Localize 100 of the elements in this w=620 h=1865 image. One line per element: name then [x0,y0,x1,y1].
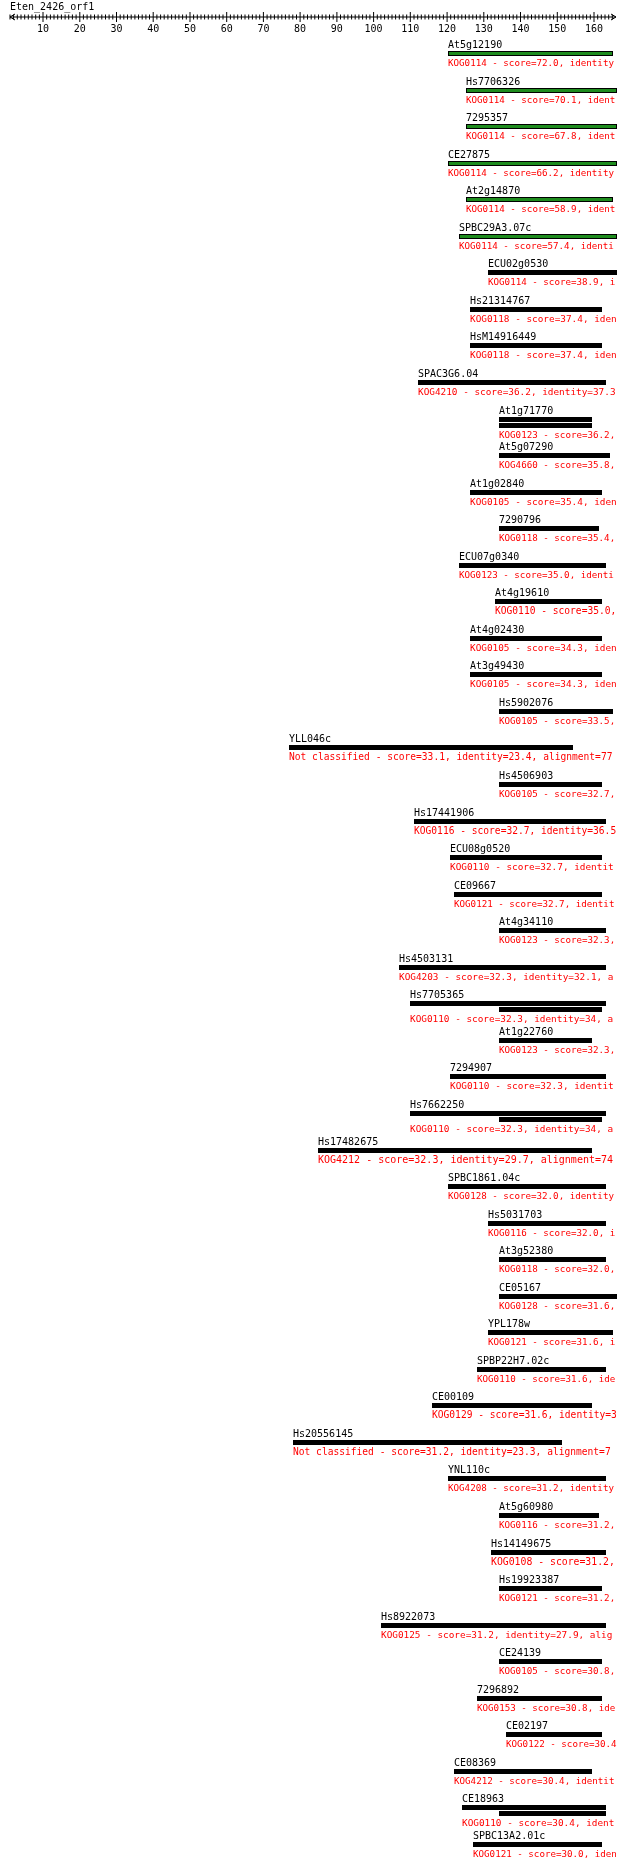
hit-name: HsM14916449 [470,331,537,343]
hit-description: KOG0118 - score=35.4, [499,532,616,544]
hit-name: Hs19923387 [499,1574,560,1586]
hit-name: CE24139 [499,1647,542,1659]
tick-label: 120 [438,23,457,34]
hit-description: KOG0108 - score=31.2, [491,1555,615,1567]
hit-name: ECU08g0520 [450,843,511,855]
hit-name: Hs4503131 [399,952,454,964]
hit-description: KOG0110 - score=32.3, identity=34, a [410,1122,614,1134]
hit-description: KOG0116 - score=32.7, identity=36.5 [414,824,617,836]
hit-description: KOG0105 - score=30.8, [499,1665,616,1677]
hit-description: KOG0123 - score=32.3, [499,1043,616,1055]
hit-description: KOG0110 - score=30.4, ident [462,1817,615,1829]
tick-label: 110 [401,23,420,34]
hit-name: Hs7705365 [410,989,465,1001]
hit-name: Hs14149675 [491,1537,552,1549]
hit-description: KOG0110 - score=35.0, [495,605,617,617]
hit-name: At4g34110 [499,916,554,928]
tick-label: 50 [183,23,196,34]
hit-name: At1g02840 [470,477,525,489]
hit-name: Hs20556145 [293,1427,354,1439]
hit-description: KOG0122 - score=30.4 [506,1738,617,1750]
hit-description: KOG4660 - score=35.8, [499,459,616,470]
hit-name: Hs5902076 [499,696,554,708]
hit-name: YPL178w [488,1318,531,1330]
hit-description: KOG0121 - score=31.2, [499,1592,616,1604]
hit-name: At3g52380 [499,1245,554,1257]
hit-description: KOG0118 - score=32.0, [499,1263,616,1275]
hit-name: 7295357 [466,112,509,124]
hit-name: At5g60980 [499,1501,554,1512]
hit-description: KOG0105 - score=33.5, [499,714,616,726]
hit-description: KOG0118 - score=37.4, iden [470,349,617,361]
hit-name: YLL046c [289,733,332,745]
hit-description: KOG4210 - score=36.2, identity=37.3 [418,385,616,397]
hit-description: KOG0114 - score=67.8, ident [466,130,616,142]
hit-description: KOG4203 - score=32.3, identity=32.1, a [399,970,614,982]
hit-name: Hs17482675 [318,1135,379,1147]
hit-name: SPBC29A3.07c [459,221,532,233]
hit-name: Hs7706326 [466,75,521,87]
hit-description: KOG0114 - score=66.2, identity [448,166,614,178]
tick-label: 40 [147,23,160,34]
tick-label: 70 [257,23,270,34]
hit-description: KOG0153 - score=30.8, ide [477,1701,616,1713]
hit-name: Hs17441906 [414,806,475,818]
hit-name: 7296892 [477,1683,520,1695]
tick-label: 20 [73,23,86,34]
hit-name: CE00109 [432,1391,475,1403]
hit-name: SPBP22H7.02c [477,1354,550,1366]
hit-description: KOG0123 - score=36.2, [499,428,616,440]
hit-description: KOG0121 - score=31.6, i [488,1336,616,1348]
hit-description: Not classified - score=31.2, identity=23.3, alignment=7 [293,1445,611,1457]
hit-description: KOG0128 - score=32.0, identity [448,1190,614,1201]
hit-name: At5g07290 [499,441,554,452]
hit-description: KOG0105 - score=35.4, iden [470,495,617,507]
hit-name: Hs8922073 [381,1610,436,1622]
hit-name: At1g71770 [499,404,554,416]
hit-name: Hs5031703 [488,1208,543,1220]
hit-description: KOG0114 - score=38.9, i [488,276,616,288]
hit-name: CE27875 [448,148,491,160]
hit-description: KOG0114 - score=72.0, identity [448,57,614,68]
tick-label: 90 [330,23,343,34]
hit-name: At4g19610 [495,587,550,599]
hit-description: KOG0121 - score=30.0, iden [473,1847,617,1859]
sequence-title: Eten_2426_orf1 [10,1,95,12]
hit-description: KOG0114 - score=58.9, ident [466,203,616,215]
hit-name: CE18963 [462,1793,505,1805]
hit-name: CE09667 [454,879,497,891]
tick-label: 30 [110,23,123,34]
hit-name: At4g02430 [470,623,525,635]
hit-name: ECU02g0530 [488,258,549,270]
hit-name: SPAC3G6.04 [418,367,479,379]
hit-name: At2g14870 [466,185,521,197]
hit-description: KOG0110 - score=32.7, identit [450,861,614,873]
tick-label: 60 [220,23,233,34]
hit-name: 7290796 [499,514,542,526]
hit-name: Hs7662250 [410,1098,465,1110]
hit-name: ECU07g0340 [459,550,520,562]
hit-name: At1g22760 [499,1025,554,1037]
hit-name: SPBC1861.04c [448,1172,521,1183]
hit-description: KOG0129 - score=31.6, identity=3 [432,1409,617,1421]
hit-name: 7294907 [450,1062,493,1074]
hit-description: KOG0128 - score=31.6, [499,1299,616,1311]
hit-description: KOG0121 - score=32.7, identit [454,897,615,909]
hit-description: KOG0110 - score=32.3, identity=34, a [410,1013,614,1025]
hit-name: YNL110c [448,1464,491,1476]
hit-description: KOG0110 - score=31.6, ide [477,1372,616,1384]
hit-name: CE08369 [454,1756,497,1768]
hit-description: KOG0118 - score=37.4, iden [470,312,617,324]
hit-description: KOG0116 - score=31.2, [499,1519,616,1530]
hit-name: At5g12190 [448,39,503,50]
hit-description: KOG0123 - score=35.0, identi [459,568,614,580]
hit-description: KOG0110 - score=32.3, identit [450,1080,614,1092]
hit-description: KOG0105 - score=34.3, iden [470,678,617,690]
tick-label: 100 [364,23,383,34]
hit-description: KOG0105 - score=34.3, iden [470,641,617,653]
hit-description: KOG4212 - score=30.4, identit [454,1774,615,1786]
hit-description: KOG0123 - score=32.3, [499,934,616,946]
hit-name: Hs21314767 [470,294,531,306]
hit-name: Hs4506903 [499,770,554,781]
hit-name: CE02197 [506,1720,549,1732]
